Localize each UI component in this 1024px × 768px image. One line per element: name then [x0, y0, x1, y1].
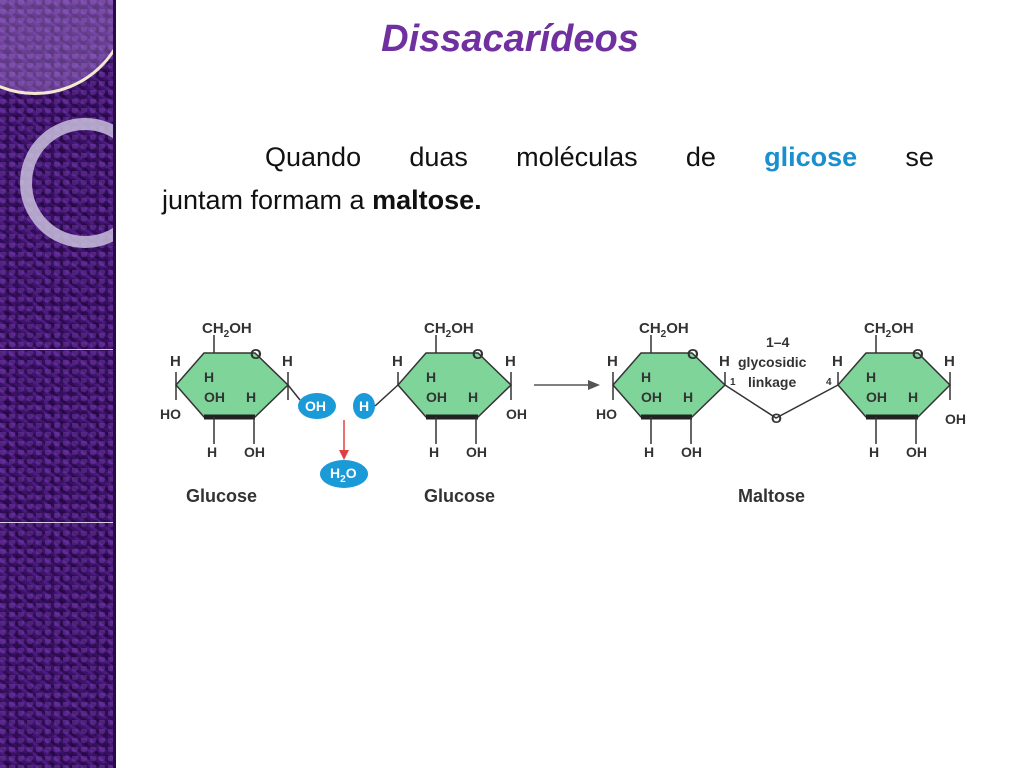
atom-h: H — [429, 444, 439, 460]
sidebar-edge — [113, 0, 116, 768]
atom-oh: OH — [466, 444, 487, 460]
ch2oh-label: CH2OH — [864, 320, 914, 340]
para-word: se — [905, 142, 934, 172]
maltose-ring-a — [612, 352, 727, 418]
red-arrow-head — [339, 450, 349, 460]
leaving-h-label: H — [359, 398, 369, 414]
para-word: duas — [409, 142, 468, 172]
linkage-pos-1: 1 — [730, 377, 736, 388]
atom-h: H — [908, 389, 918, 405]
leaving-oh-bubble — [298, 393, 336, 419]
sidebar-divider — [0, 522, 113, 523]
ring-oxygen: O — [687, 346, 699, 363]
linkage-label-1: 1–4 — [766, 334, 790, 350]
atom-h: H — [204, 369, 214, 385]
atom-oh: OH — [426, 389, 447, 405]
para-word: Quando — [265, 142, 362, 172]
atom-h: H — [869, 444, 879, 460]
glucose-label-1: Glucose — [186, 486, 257, 506]
glucose-label-2: Glucose — [424, 486, 495, 506]
atom-h: H — [246, 389, 256, 405]
atom-oh: OH — [866, 389, 887, 405]
water-label: H2O — [330, 465, 357, 485]
glucose-molecule-2: CH2OH O H H H OH H OH H OH Glucose — [392, 320, 527, 506]
atom-h: H — [644, 444, 654, 460]
leaving-h-bubble — [353, 393, 375, 419]
maltose-molecule: CH2OH O H H H OH H HO H OH O 1–4 glycosi… — [596, 320, 966, 506]
ring-oxygen: O — [250, 346, 262, 363]
leaving-oh-label: OH — [305, 398, 326, 414]
glucose-molecule-1: CH2OH O H H H OH H HO H OH — [160, 320, 293, 460]
maltose-formation-diagram: CH2OH O H H H OH H HO H OH OH H H2O CH2O… — [160, 320, 966, 506]
atom-h: H — [607, 353, 618, 370]
deco-circle-large — [0, 0, 113, 95]
ch2oh-label: CH2OH — [639, 320, 689, 340]
ch2oh-label: CH2OH — [424, 320, 474, 340]
atom-oh: OH — [641, 389, 662, 405]
para-highlight-glicose: glicose — [764, 142, 858, 172]
atom-ho: HO — [160, 406, 181, 422]
bridge-oxygen: O — [771, 410, 782, 426]
water-bubble — [320, 460, 368, 488]
para-word: de — [685, 142, 716, 172]
atom-h: H — [641, 369, 651, 385]
sidebar-divider — [0, 349, 113, 350]
atom-h: H — [866, 369, 876, 385]
atom-oh: OH — [244, 444, 265, 460]
atom-h: H — [426, 369, 436, 385]
linkage-label-3: linkage — [748, 374, 796, 390]
atom-h: H — [719, 353, 730, 370]
ch2oh-label: CH2OH — [202, 320, 252, 340]
atom-oh: OH — [681, 444, 702, 460]
decorative-sidebar — [0, 0, 113, 768]
atom-h: H — [468, 389, 478, 405]
atom-oh: OH — [204, 389, 225, 405]
para-word: moléculas — [516, 142, 638, 172]
para-bold-maltose: maltose. — [372, 185, 482, 215]
para-line2: juntam formam a — [162, 185, 373, 215]
slide-paragraph: Quando duas moléculas de glicose se junt… — [162, 136, 934, 222]
linkage-pos-4: 4 — [826, 377, 832, 388]
atom-h: H — [282, 353, 293, 370]
atom-oh: OH — [906, 444, 927, 460]
atom-h: H — [683, 389, 693, 405]
slide-title: Dissacarídeos — [381, 18, 639, 60]
glycosidic-bond — [724, 384, 839, 419]
atom-h: H — [944, 353, 955, 370]
glucose-ring-1 — [175, 352, 290, 418]
atom-oh: OH — [506, 406, 527, 422]
deco-circle-ring — [20, 118, 113, 248]
atom-h: H — [170, 353, 181, 370]
glucose-ring-2 — [397, 352, 513, 418]
atom-h: H — [207, 444, 217, 460]
maltose-label: Maltose — [738, 486, 805, 506]
atom-h: H — [505, 353, 516, 370]
reaction-arrow-head — [588, 380, 600, 390]
maltose-ring-b — [837, 352, 952, 418]
linkage-label-2: glycosidic — [738, 354, 807, 370]
atom-oh: OH — [945, 411, 966, 427]
atom-ho: HO — [596, 406, 617, 422]
ring-oxygen: O — [472, 346, 484, 363]
atom-h: H — [392, 353, 403, 370]
ring-oxygen: O — [912, 346, 924, 363]
atom-h: H — [832, 353, 843, 370]
